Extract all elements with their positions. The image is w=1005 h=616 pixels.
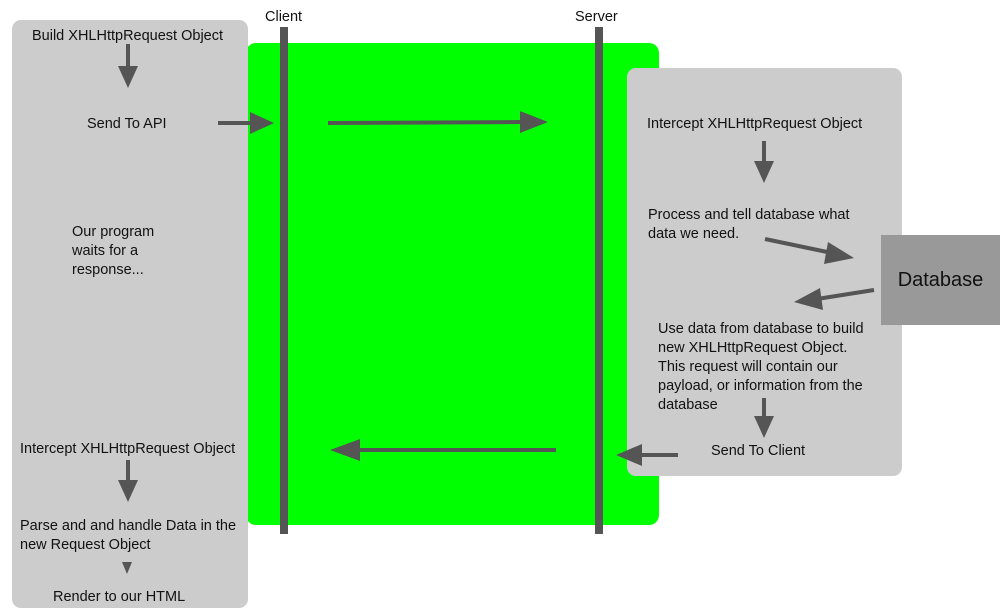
client-lifeline [280,27,288,534]
client-down-arrow-1 [118,44,138,88]
client-build-step: Build XHLHttpRequest Object [32,28,224,44]
client-intercept-step: Intercept XHLHttpRequest Object [20,441,236,457]
from-database-arrow [794,288,875,310]
server-down-arrow-2 [754,398,774,438]
server-down-arrow-1 [754,141,774,183]
response-arrow [330,439,556,461]
client-down-arrow-3 [122,562,132,574]
server-send-step: Send To Client [711,443,806,459]
client-send-step: Send To API [87,116,167,132]
database-box: Database [881,235,1000,325]
server-lifeline [595,27,603,534]
client-lane-label: Client [265,9,303,25]
server-lane-label: Server [575,9,618,25]
client-parse-step: Parse and and handle Data in the new Req… [20,518,237,553]
server-process-step: Process and tell database what data we n… [648,207,850,242]
request-arrow [327,111,548,133]
database-label: Database [897,268,984,291]
server-build-step: Use data from database to build new XHLH… [658,321,864,413]
client-wait-text: Our program waits for a response... [72,224,155,278]
server-intercept-step: Intercept XHLHttpRequest Object [647,116,863,132]
client-down-arrow-2 [118,460,138,502]
client-panel [12,20,248,608]
send-to-api-arrow [218,112,274,134]
send-to-client-arrow [616,444,678,466]
client-render-step: Render to our HTML [53,589,186,605]
to-database-arrow [764,237,854,264]
